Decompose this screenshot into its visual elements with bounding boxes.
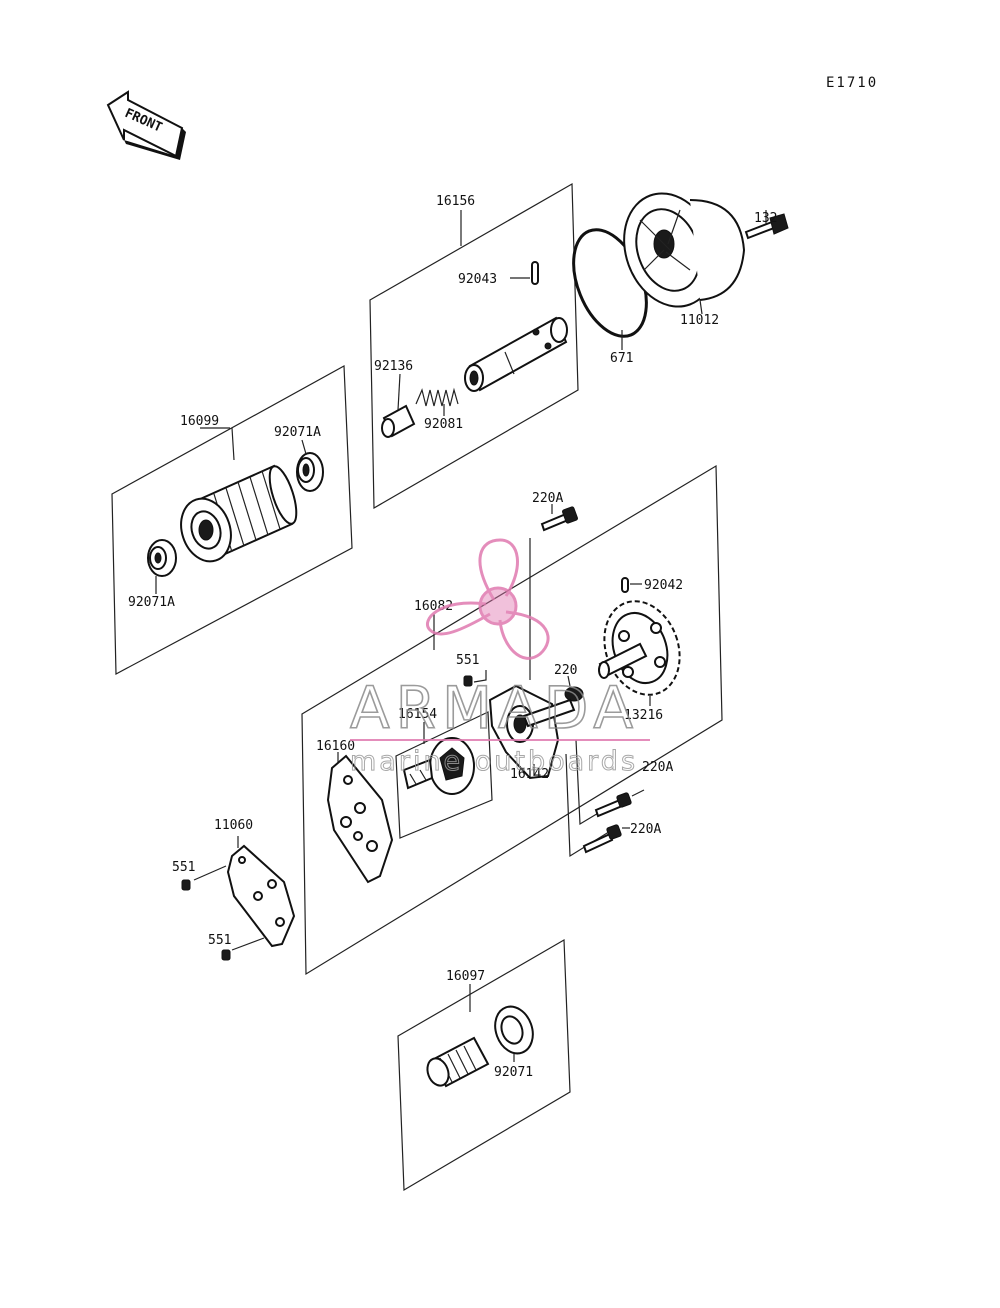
armada-watermark: ARMADA marine outboards	[349, 538, 650, 778]
label-551-left-bottom: 551	[208, 933, 231, 948]
group-box-16154	[395, 711, 493, 839]
label-16154: 16154	[398, 707, 437, 722]
label-13216: 13216	[624, 708, 663, 723]
label-92081: 92081	[424, 417, 463, 432]
piston-92136	[381, 404, 416, 438]
dowel-551-left-bottom	[221, 949, 231, 961]
label-92071: 92071	[494, 1065, 533, 1080]
group-box-16082	[301, 464, 723, 976]
bolt-220A-low	[582, 824, 622, 854]
group-box-16097	[397, 938, 571, 1192]
label-220A-top: 220A	[532, 491, 563, 506]
pin-92043	[531, 261, 539, 285]
label-16160: 16160	[316, 739, 355, 754]
label-220A-low: 220A	[630, 822, 661, 837]
front-arrow-icon: FRONT	[106, 90, 186, 160]
pump-body-16142	[488, 684, 576, 780]
group-box-16156	[369, 182, 579, 510]
bolt-132	[744, 213, 789, 240]
strainer-16097	[426, 1036, 490, 1088]
pump-cover-11012	[623, 192, 746, 308]
label-671: 671	[610, 351, 633, 366]
label-92043: 92043	[458, 272, 497, 287]
label-220: 220	[554, 663, 577, 678]
label-92136: 92136	[374, 359, 413, 374]
label-16142: 16142	[510, 767, 549, 782]
cover-plate-16160	[326, 754, 394, 884]
watermark-brand: ARMADA	[350, 674, 639, 742]
label-551-left-top: 551	[172, 860, 195, 875]
label-92071A-top: 92071A	[274, 425, 321, 440]
rotor-16154	[402, 737, 475, 795]
bolt-220A-top	[540, 506, 578, 532]
gear-13216	[598, 600, 681, 696]
label-132: 132	[754, 211, 777, 226]
seal-92071A-top	[296, 452, 324, 492]
bolt-220A-mid	[594, 792, 632, 818]
label-92042: 92042	[644, 578, 683, 593]
propeller-logo-icon	[426, 538, 550, 660]
seal-92071	[494, 1005, 534, 1055]
label-16099: 16099	[180, 414, 219, 429]
label-220A-mid: 220A	[642, 760, 673, 775]
gasket-11060	[226, 844, 296, 948]
label-16156: 16156	[436, 194, 475, 209]
label-92071A-bottom: 92071A	[128, 595, 175, 610]
dowel-551-left-top	[181, 879, 191, 891]
label-551-mid: 551	[456, 653, 479, 668]
diagram-code: E1710	[826, 75, 878, 91]
dowel-551-mid	[463, 675, 473, 687]
pin-92042	[621, 577, 629, 593]
label-11012: 11012	[680, 313, 719, 328]
relief-valve-body	[464, 316, 568, 392]
group-box-16099	[111, 365, 353, 675]
label-16082: 16082	[414, 599, 453, 614]
seal-92071A-bottom	[147, 539, 177, 577]
label-16097: 16097	[446, 969, 485, 984]
spring-92081	[415, 387, 459, 407]
label-11060: 11060	[214, 818, 253, 833]
oil-filter-16099	[180, 464, 298, 563]
watermark-tagline: marine outboards	[350, 746, 638, 777]
